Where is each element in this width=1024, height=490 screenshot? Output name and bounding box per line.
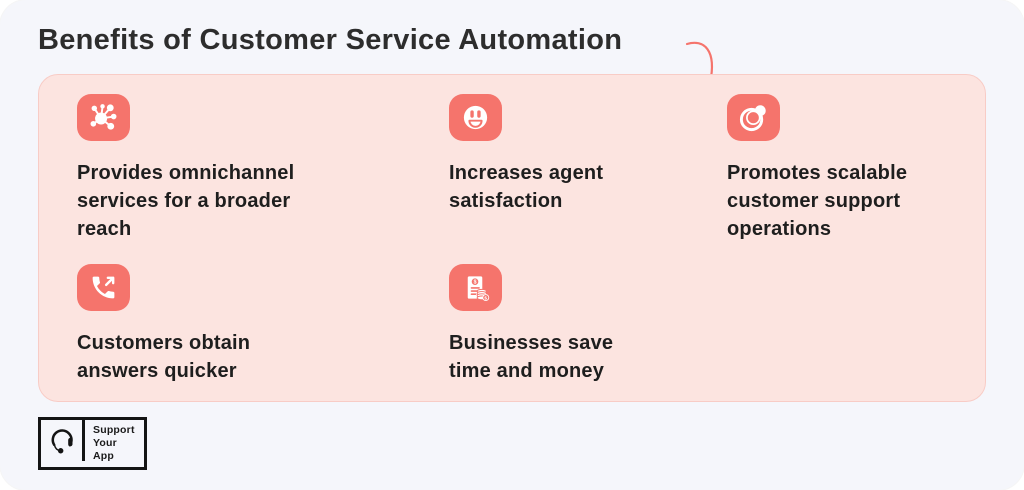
page-title: Benefits of Customer Service Automation	[38, 24, 623, 56]
icon-tile	[77, 264, 130, 311]
outgoing-call-icon	[92, 276, 115, 299]
benefit-card-save-money: $ $ Businesses save time and money	[449, 264, 727, 434]
icon-tile	[449, 94, 502, 141]
icon-tile	[77, 94, 130, 141]
logo-text-line: Your	[93, 437, 117, 449]
smiley-face-icon	[463, 105, 488, 130]
network-hub-icon	[90, 104, 117, 130]
overlapping-circles-icon	[739, 105, 766, 132]
logo-text-line: Support	[93, 424, 135, 436]
benefit-text: Businesses save time and money	[449, 332, 614, 382]
logo-text-line: App	[93, 450, 115, 462]
invoice-coins-icon: $ $	[467, 276, 490, 301]
icon-tile	[727, 94, 780, 141]
logo-icon-cell	[41, 420, 85, 461]
benefit-card-agent-satisfaction: Increases agent satisfaction	[449, 94, 727, 264]
svg-text:$: $	[474, 280, 477, 286]
benefits-panel: Provides omnichannel services for a broa…	[38, 74, 986, 402]
benefit-text: Increases agent satisfaction	[449, 162, 604, 212]
benefit-text: Customers obtain answers quicker	[77, 332, 251, 382]
support-your-app-logo: Support Your App	[38, 417, 147, 470]
benefit-card-scalable-support: Promotes scalable customer support opera…	[727, 94, 985, 264]
logo-text-cell: Support Your App	[85, 420, 144, 467]
benefit-text: Promotes scalable customer support opera…	[727, 162, 908, 240]
benefit-text: Provides omnichannel services for a broa…	[77, 162, 295, 240]
benefit-card-omnichannel: Provides omnichannel services for a broa…	[77, 94, 449, 264]
headset-icon	[51, 428, 73, 453]
svg-text:$: $	[484, 295, 487, 301]
benefit-card-quick-answers: Customers obtain answers quicker	[77, 264, 449, 434]
icon-tile: $ $	[449, 264, 502, 311]
